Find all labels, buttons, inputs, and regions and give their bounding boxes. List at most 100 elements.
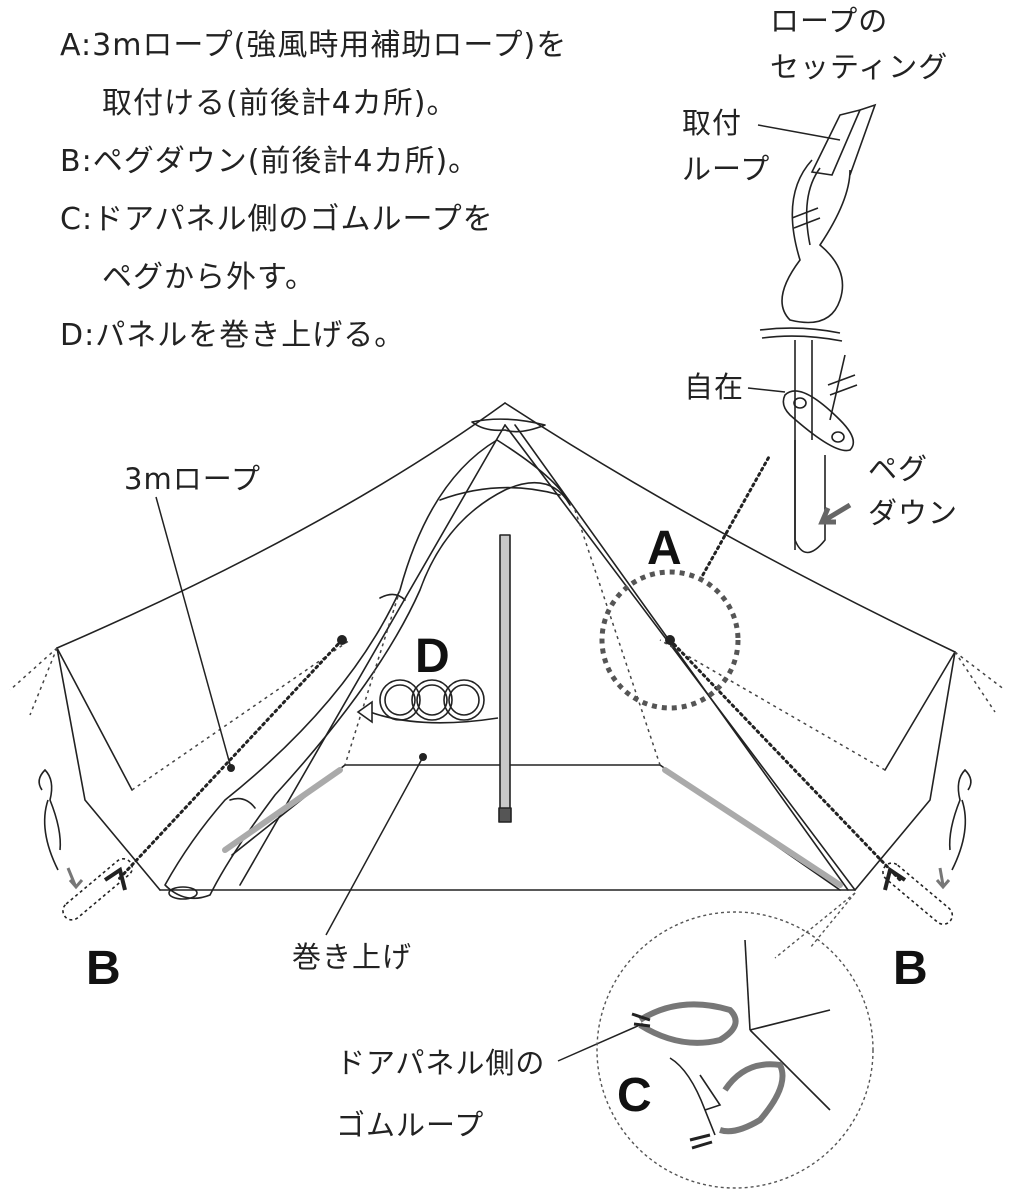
c-peg-top (669, 1057, 716, 1136)
rope-a-connector (698, 453, 772, 582)
roll-circle-1 (379, 679, 421, 721)
peg-loop (794, 440, 826, 554)
rolled-panel-end (168, 886, 198, 900)
label-loop-1: 取付 (682, 106, 743, 140)
marker-d: D (415, 630, 450, 683)
tent-left-side (56, 647, 161, 891)
floor-tape-right (662, 767, 843, 888)
c-gum-knot (631, 1012, 651, 1028)
guy-left-top-2 (29, 647, 58, 716)
roll-circle-3b (448, 684, 480, 716)
label-gum-loop-2: ゴムループ (336, 1108, 485, 1142)
label-jizai: 自在 (684, 370, 745, 404)
inner-dotted-left (131, 639, 351, 791)
guy-right-top (954, 651, 1006, 691)
instruction-d: D:パネルを巻き上げる。 (60, 318, 406, 353)
rope-tail (829, 354, 846, 421)
detail-circle-c (596, 911, 874, 1189)
label-gum-loop-1: ドアパネル側の (336, 1046, 546, 1080)
pole-foot (498, 807, 512, 823)
roll-circle-3 (443, 679, 485, 721)
jizai-tensioner (782, 390, 855, 452)
label-pegdown-1: ペグ (868, 452, 929, 486)
rope-3m-left (116, 638, 344, 882)
c-panel-edge-3 (749, 1029, 831, 1111)
inner-dotted-wall-r (574, 509, 661, 766)
leader-rollup (325, 756, 424, 936)
roll-circle-2b (416, 684, 448, 716)
leader-loop (757, 124, 841, 141)
jizai-hole-1 (793, 397, 807, 409)
panel-tie-bottom (229, 797, 256, 809)
roll-circle-2 (411, 679, 453, 721)
rope-break-2 (761, 335, 843, 342)
instruction-a-line1: A:3mロープ(強風時用補助ロープ)を (60, 28, 568, 63)
pegdown-arrow (818, 502, 852, 525)
peg-right-hook (883, 866, 907, 891)
marker-c: C (617, 1069, 652, 1122)
c-peg-hook (699, 1074, 722, 1111)
peg-left-rope (38, 768, 62, 851)
door-right-edge (504, 424, 856, 891)
tent-left-vertical (56, 647, 133, 791)
c-panel-edge-2 (749, 1009, 831, 1031)
attach-loop-strap-2 (849, 103, 877, 176)
guy-left-top (9, 647, 58, 691)
c-connector-1 (774, 892, 856, 959)
roll-circle-1b (384, 684, 416, 716)
leader-jizai (747, 387, 786, 393)
c-connector-2 (809, 892, 856, 949)
top-vent (471, 418, 546, 433)
instruction-b: B:ペグダウン(前後計4カ所)。 (60, 144, 480, 179)
marker-b-left: B (86, 942, 121, 995)
rope-loop-outer (781, 159, 851, 324)
peg-right-rope (948, 768, 972, 851)
tent-right-roof-edge (504, 402, 956, 653)
rope-break-1 (759, 327, 841, 334)
detail-circle-a (599, 569, 741, 711)
roll-arrow (356, 700, 373, 724)
inner-dotted-right (659, 639, 886, 771)
panel-tie-top (379, 593, 406, 601)
rope-loop-inner (805, 167, 821, 246)
jizai-hole-2 (831, 431, 845, 443)
peg-loop-right-dotted (882, 862, 954, 926)
tent-right-vertical (884, 651, 956, 771)
rope-attach-right (665, 635, 675, 645)
label-roll-up: 巻き上げ (292, 940, 413, 974)
label-loop-2: ループ (682, 152, 771, 186)
inner-dotted-wall-l (344, 589, 401, 766)
c-gum-knot-2 (689, 1133, 713, 1150)
rolled-panel-outline (164, 439, 571, 900)
label-3m-rope: 3mロープ (124, 462, 261, 496)
guy-right-top-2 (954, 651, 996, 713)
rope-3m-right (668, 638, 902, 882)
rolled-panel-fold (439, 486, 561, 501)
door-left-edge (239, 424, 506, 886)
c-gum-loop-1 (638, 1001, 739, 1046)
leader-gum (557, 1024, 641, 1062)
peg-left (43, 799, 59, 871)
peg-left-hook (103, 866, 127, 891)
peg-loop-left-dotted (62, 857, 134, 921)
leader-3m-rope (155, 496, 232, 769)
rope-knot-2 (827, 374, 858, 396)
center-pole (499, 534, 511, 816)
tent-right-side (854, 651, 956, 891)
roll-tail (369, 711, 499, 724)
instruction-a-line2: 取付ける(前後計4カ所)。 (102, 86, 458, 121)
peg-left-arrow (66, 867, 84, 890)
marker-a: A (647, 522, 682, 575)
marker-b-right: B (893, 942, 928, 995)
instruction-c-line2: ペグから外す。 (102, 260, 316, 295)
attach-loop-strap (810, 108, 862, 176)
tent-left-roof-edge (56, 402, 506, 649)
rope-knot-1 (791, 207, 821, 229)
c-gum-loop-2 (719, 1061, 786, 1135)
floor-tape-left (222, 767, 343, 853)
c-panel-edge (744, 939, 751, 1031)
instruction-c-line1: C:ドアパネル側のゴムループを (60, 202, 494, 237)
label-rope-setting-1: ロープの (770, 4, 889, 38)
label-pegdown-2: ダウン (868, 496, 959, 530)
